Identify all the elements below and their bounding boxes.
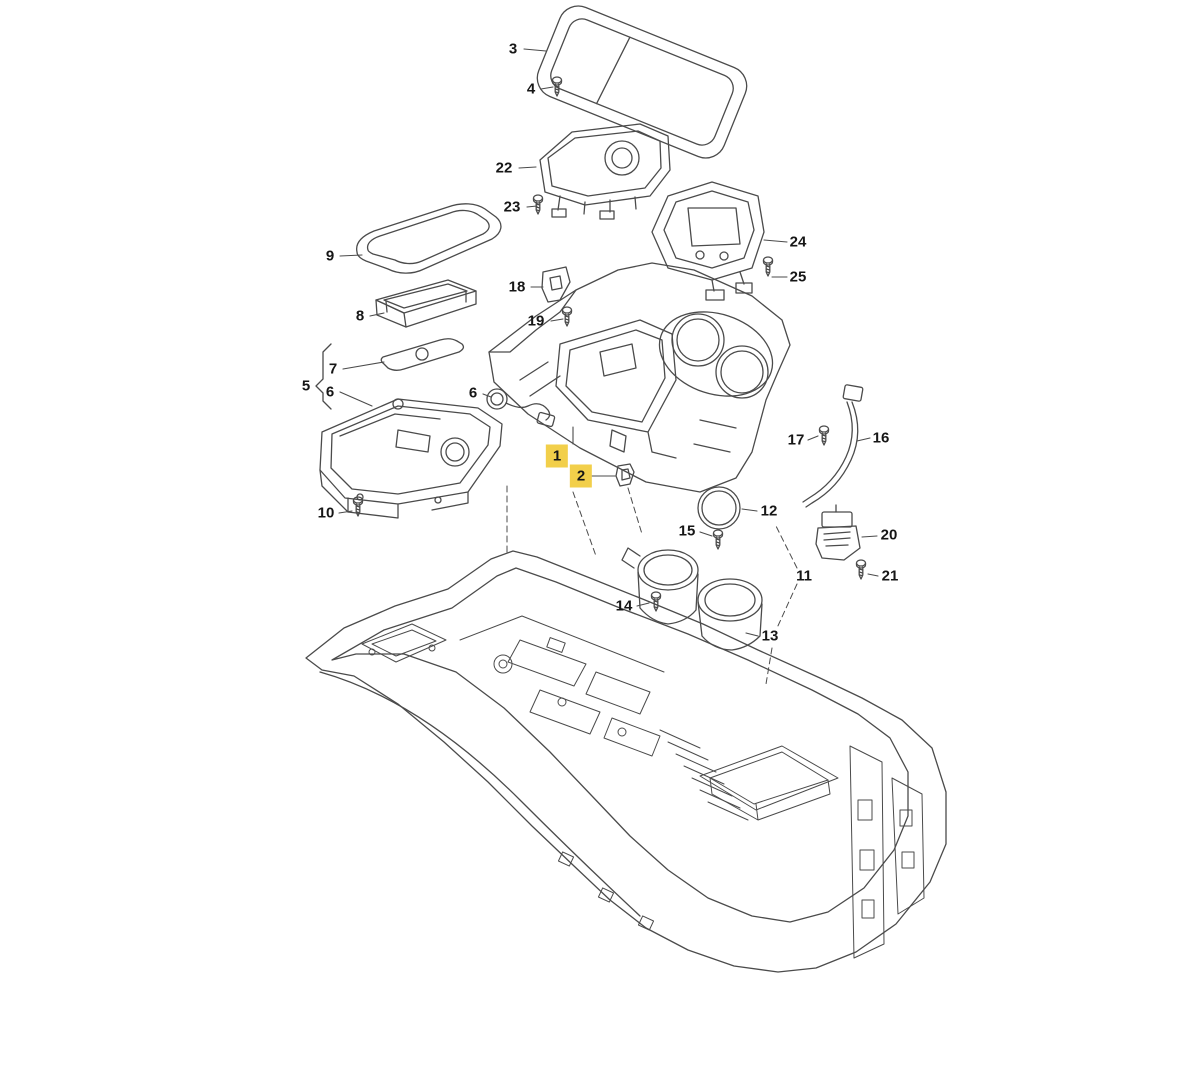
group-bracket-5 xyxy=(315,343,332,410)
leader-line-10 xyxy=(338,510,353,514)
leader-line-6a xyxy=(339,391,373,407)
callout-1: 1 xyxy=(545,444,569,468)
leader-line-21 xyxy=(867,573,879,577)
part-12-oring xyxy=(697,486,741,530)
leader-line-15 xyxy=(699,531,713,537)
part-2-clip xyxy=(615,463,635,487)
leader-line-7 xyxy=(342,361,385,370)
callout-25: 25 xyxy=(789,268,807,286)
part-7-mat xyxy=(380,338,465,371)
callout-4: 4 xyxy=(526,80,536,98)
callout-15: 15 xyxy=(678,522,696,540)
callout-8: 8 xyxy=(355,307,365,325)
part-23-screw xyxy=(532,194,544,215)
callout-9: 9 xyxy=(325,247,335,265)
callout-12: 12 xyxy=(760,502,778,520)
leader-line-19 xyxy=(550,318,564,322)
leader-line-12 xyxy=(741,508,758,512)
leader-line-8 xyxy=(369,312,385,317)
callout-21: 21 xyxy=(881,567,899,585)
callout-18: 18 xyxy=(508,278,526,296)
callout-10: 10 xyxy=(317,504,335,522)
callout-6a: 6 xyxy=(325,383,335,401)
part-24-switch-panel xyxy=(651,181,765,301)
callout-23: 23 xyxy=(503,198,521,216)
part-16-cable xyxy=(802,384,864,508)
leader-line-16 xyxy=(856,437,871,442)
screws xyxy=(352,76,867,612)
part-21-screw xyxy=(855,559,867,580)
part-9-lid-pad xyxy=(356,203,502,274)
part-20-switch xyxy=(815,504,861,561)
callout-17: 17 xyxy=(787,431,805,449)
leader-line-20 xyxy=(861,535,878,538)
part-17-screw xyxy=(818,425,830,446)
callout-3: 3 xyxy=(508,40,518,58)
part-13-cupholder xyxy=(621,547,763,651)
leader-line-3 xyxy=(523,48,547,52)
leader-line-22 xyxy=(518,166,537,169)
callout-2: 2 xyxy=(569,464,593,488)
part-14-screw xyxy=(650,591,662,612)
callout-leader-lines xyxy=(338,48,879,637)
callout-7: 7 xyxy=(328,360,338,378)
leader-line-4 xyxy=(540,86,554,90)
callout-14: 14 xyxy=(615,597,633,615)
part-15-screw xyxy=(712,529,724,550)
leader-line-23 xyxy=(526,205,538,208)
console-interior-details xyxy=(361,615,925,959)
part-25-screw xyxy=(762,256,774,277)
part-1-console-carrier xyxy=(488,262,791,493)
callout-19: 19 xyxy=(527,312,545,330)
part-8-storage-tray xyxy=(375,279,477,328)
callout-22: 22 xyxy=(495,159,513,177)
assembly-dashed-lines xyxy=(506,485,798,685)
leader-line-6b xyxy=(482,393,492,398)
callout-6b: 6 xyxy=(468,384,478,402)
callout-24: 24 xyxy=(789,233,807,251)
leader-line-14 xyxy=(636,602,650,607)
part-22-control-unit xyxy=(539,123,671,220)
console-body xyxy=(305,550,947,973)
leader-line-17 xyxy=(807,435,819,441)
callout-13: 13 xyxy=(761,627,779,645)
callout-16: 16 xyxy=(872,429,890,447)
callout-11: 11 xyxy=(796,567,812,585)
callout-20: 20 xyxy=(880,526,898,544)
leader-line-9 xyxy=(339,254,363,257)
leader-line-13 xyxy=(745,632,759,637)
part-19-screw xyxy=(561,306,573,327)
leader-line-24 xyxy=(763,239,788,243)
part-4-screw xyxy=(551,76,563,97)
part-5-tray-assembly xyxy=(319,398,503,519)
callout-5: 5 xyxy=(301,377,311,395)
